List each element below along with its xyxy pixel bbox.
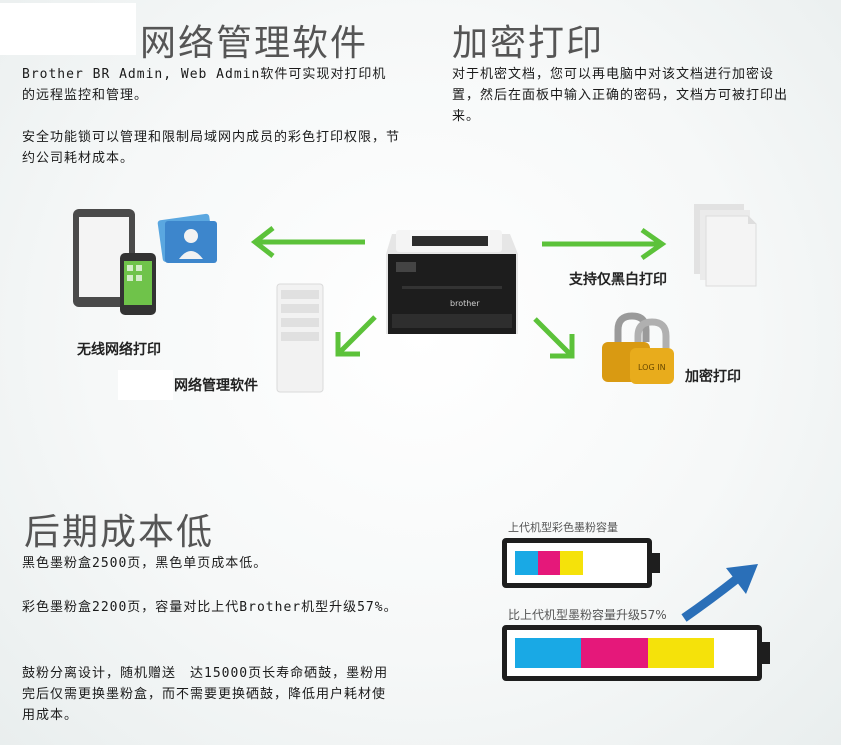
paper-stack-icon [694, 204, 757, 287]
lock-text: LOG IN [638, 363, 666, 372]
new-yellow-segment [647, 638, 714, 668]
software-label: 网络管理软件 [174, 378, 258, 394]
mono-print-label: 支持仅黑白打印 [569, 272, 667, 288]
old-battery-cap [652, 553, 660, 573]
arrow-down-left-icon [335, 315, 377, 357]
new-battery-label: 比上代机型墨粉容量升级57% [508, 608, 667, 622]
upgrade-arrow-icon [681, 564, 758, 622]
secure-paragraph: 对于机密文档，您可以再电脑中对该文档进行加密设置，然后在面板中输入正确的密码，文… [452, 67, 789, 124]
new-battery-cap [762, 642, 770, 664]
cost-paragraph-2: 彩色墨粉盒2200页，容量对比上代Brother机型升级57%。 [22, 600, 398, 615]
old-battery-label: 上代机型彩色墨粉容量 [508, 521, 618, 534]
blank-patch-2 [118, 370, 173, 400]
secure-title: 加密打印 [452, 23, 605, 64]
new-cyan-segment [515, 638, 582, 668]
server-icon [276, 283, 324, 393]
encrypt-label: 加密打印 [685, 369, 741, 385]
printer-brand: brother [450, 299, 480, 308]
cost-paragraph-3: 鼓粉分离设计，随机赠送 达15000页长寿命硒鼓，墨粉用完后仅需更换墨粉盒，而不… [22, 666, 389, 723]
arrow-right-icon [542, 227, 667, 261]
new-battery-fill [515, 638, 714, 668]
padlock-icon: LOG IN [602, 312, 674, 384]
network-paragraph-2: 安全功能锁可以管理和限制局域网内成员的彩色打印权限，节约公司耗材成本。 [22, 130, 401, 166]
cost-title: 后期成本低 [24, 512, 215, 553]
old-cyan-segment [515, 551, 538, 575]
network-title: 网络管理软件 [140, 23, 369, 64]
network-paragraph-1: Brother BR Admin, Web Admin软件可实现对打印机的远程监… [22, 67, 387, 103]
arrow-down-right-icon [533, 317, 575, 359]
new-magenta-segment [581, 638, 648, 668]
printer-icon: brother [386, 230, 518, 334]
blank-patch [0, 3, 136, 55]
old-battery-fill [515, 551, 583, 575]
arrow-left-icon [250, 226, 365, 258]
wireless-label: 无线网络打印 [77, 342, 161, 358]
new-battery [502, 625, 762, 681]
old-battery [502, 538, 652, 588]
old-yellow-segment [560, 551, 583, 575]
old-magenta-segment [537, 551, 561, 575]
tablet-phone-icon [73, 209, 217, 315]
cost-paragraph-1: 黑色墨粉盒2500页，黑色单页成本低。 [22, 556, 268, 571]
